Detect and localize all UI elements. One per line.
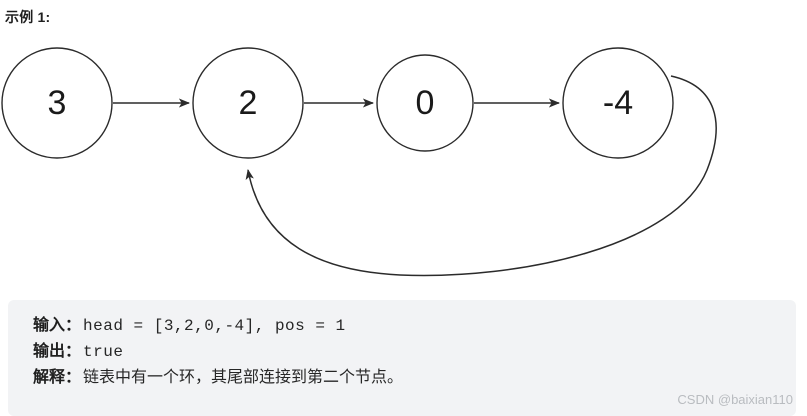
edge-cycle-minus4-to-2-arrow — [245, 75, 717, 277]
node-label-minus4: -4 — [603, 84, 633, 122]
node-label-3: 3 — [48, 84, 67, 122]
node-circle-2 — [192, 47, 304, 159]
info-line-output: 输出： true — [33, 337, 796, 363]
info-explanation-label: 解释： — [33, 369, 82, 386]
node-circle-minus4 — [562, 47, 674, 159]
watermark-text: CSDN @baixian110 — [677, 392, 793, 407]
info-output-value: true — [83, 343, 124, 361]
info-output-label: 输出： — [33, 343, 82, 360]
info-line-input: 输入： head = [3,2,0,-4], pos = 1 — [33, 311, 796, 337]
info-explanation-value: 链表中有一个环，其尾部连接到第二个节点。 — [83, 369, 404, 386]
info-input-label: 输入： — [33, 317, 82, 334]
node-0: 0 — [376, 54, 474, 152]
node-3: 3 — [1, 47, 113, 159]
node-label-0: 0 — [416, 84, 435, 122]
example-heading: 示例 1: — [5, 9, 51, 25]
node-circle-3 — [1, 47, 113, 159]
linked-list-diagram: 3 2 0 -4 — [0, 30, 807, 295]
node-label-2: 2 — [239, 84, 258, 122]
example-info-panel: 输入： head = [3,2,0,-4], pos = 1 输出： true … — [8, 300, 796, 416]
info-input-value: head = [3,2,0,-4], pos = 1 — [83, 317, 346, 335]
node-minus4: -4 — [562, 47, 674, 159]
info-line-explanation: 解释： 链表中有一个环，其尾部连接到第二个节点。 — [33, 363, 796, 389]
node-2: 2 — [192, 47, 304, 159]
node-circle-0 — [376, 54, 474, 152]
